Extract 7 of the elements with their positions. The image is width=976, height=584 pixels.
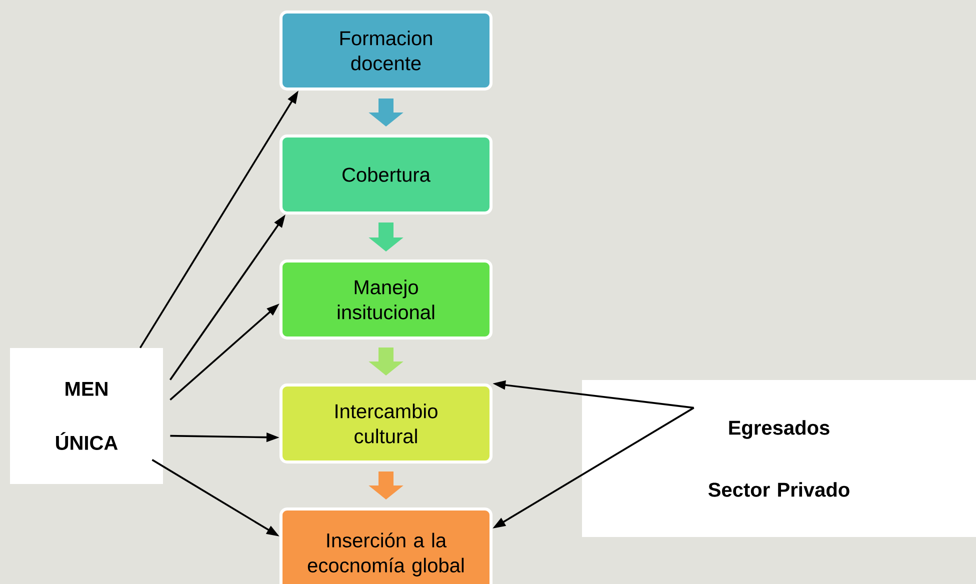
process-box: Inserción a la ecocnomía global [280,508,492,584]
text-box: Egresados Sector Privado [582,380,976,537]
process-box: Intercambio cultural [280,384,492,464]
process-box: Formacion docente [280,10,492,90]
process-box: Manejo insitucional [280,260,492,340]
process-box: Cobertura [280,134,492,214]
text-box: MEN ÚNICA [10,348,163,484]
